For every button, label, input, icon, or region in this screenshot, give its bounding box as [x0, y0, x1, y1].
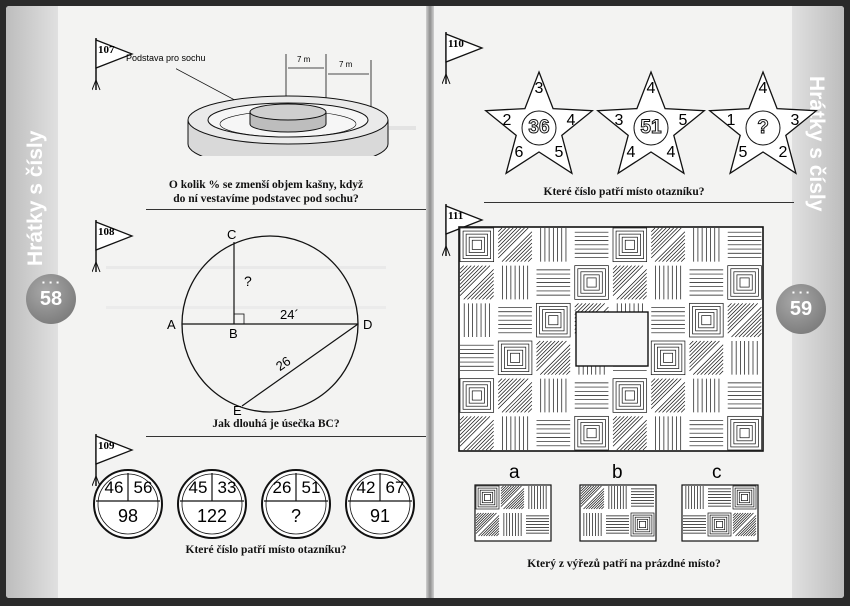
- star-bottom-right-value: 4: [666, 144, 676, 161]
- book-spread: Hrátky s čísly ▪ ▪ ▪ 58 107 Podstava pro…: [6, 6, 844, 598]
- left-page-number-text: 58: [39, 287, 63, 310]
- pattern-grid: [458, 226, 764, 452]
- point-c-label: C: [227, 227, 237, 242]
- fountain-diagram: [176, 54, 389, 156]
- puzzle-107-label: Podstava pro sochu: [126, 53, 206, 63]
- star-bottom-left-value: 4: [626, 144, 636, 161]
- number-circle-4: 42 67 91: [344, 468, 416, 540]
- star-right-value: 4: [566, 112, 576, 129]
- number-circle-outline: [261, 469, 331, 539]
- circle-bottom-value: 98: [117, 506, 139, 526]
- number-star-3: 4 1 3 5 2?: [708, 68, 818, 180]
- circle-top-right-value: 33: [217, 478, 237, 497]
- puzzle-107-flag-icon: [92, 38, 134, 91]
- star-top-value: 4: [758, 80, 768, 97]
- star-center-value: 51: [640, 117, 662, 139]
- circle-bottom-value: 122: [196, 506, 228, 526]
- number-circle-outline: [345, 469, 415, 539]
- star-left-value: 2: [502, 112, 512, 129]
- puzzle-107-question-2: do ní vestavíme podstavec pod sochu?: [173, 193, 359, 205]
- star-center-value: 36: [528, 117, 550, 139]
- star-right-value: 3: [790, 112, 800, 129]
- unknown-bc-label: ?: [244, 273, 252, 289]
- circle-top-right-value: 51: [301, 478, 321, 497]
- star-left-value: 3: [614, 112, 624, 129]
- puzzle-110-number: 110: [448, 38, 464, 50]
- point-e-label: E: [233, 403, 242, 418]
- right-page-number: ▪ ▪ ▪ 59: [776, 284, 826, 334]
- puzzle-108-flag-icon: [92, 220, 134, 273]
- puzzle-111-question: Který z výřezů patří na prázdné místo?: [527, 558, 721, 570]
- star-bottom-right-value: 5: [554, 144, 564, 161]
- number-circle-outline: [93, 469, 163, 539]
- left-page-number: ▪ ▪ ▪ 58: [26, 274, 76, 324]
- circle-top-right-value: 67: [385, 478, 405, 497]
- point-b-label: B: [229, 326, 238, 341]
- number-circle-outline: [177, 469, 247, 539]
- left-side-title: Hrátky s čísly: [24, 130, 47, 266]
- puzzle-109-number: 109: [98, 440, 115, 452]
- star-left-value: 1: [726, 112, 736, 129]
- star-outline: [484, 70, 594, 175]
- divider: [146, 436, 426, 437]
- puzzle-108-number: 108: [98, 226, 115, 238]
- puzzle-107-dim2: 7 m: [339, 60, 353, 69]
- page-number-dots-icon: ▪ ▪ ▪: [42, 278, 60, 287]
- star-bottom-left-value: 5: [738, 144, 748, 161]
- circle-top-left-value: 45: [188, 478, 208, 497]
- puzzle-107-question-1: O kolik % se zmenší objem kašny, když: [168, 179, 364, 191]
- option-b-label: b: [612, 462, 623, 483]
- puzzle-109-question: Které číslo patří místo otazníku?: [185, 544, 347, 556]
- star-top-value: 3: [534, 80, 544, 97]
- option-c-label: c: [712, 462, 722, 483]
- option-c-tile[interactable]: [681, 484, 759, 542]
- length-bd-label: 24´: [280, 307, 299, 322]
- divider: [484, 202, 794, 203]
- star-top-value: 4: [646, 80, 656, 97]
- point-a-label: A: [167, 317, 176, 332]
- number-circle-2: 45 33 122: [176, 468, 248, 540]
- star-bottom-left-value: 6: [514, 144, 524, 161]
- left-page: Hrátky s čísly ▪ ▪ ▪ 58 107 Podstava pro…: [6, 6, 426, 598]
- book-gutter: [426, 6, 434, 598]
- puzzle-107-dim1: 7 m: [297, 55, 311, 64]
- option-a-tile[interactable]: [474, 484, 552, 542]
- circle-diagram: [181, 235, 359, 413]
- circle-top-right-value: 56: [133, 478, 153, 497]
- puzzle-107-number: 107: [98, 44, 115, 56]
- star-center-value: ?: [757, 117, 770, 139]
- circle-top-left-value: 26: [272, 478, 292, 497]
- star-right-value: 5: [678, 112, 688, 129]
- option-b-tile[interactable]: [579, 484, 657, 542]
- puzzle-110-question: Které číslo patří místo otazníku?: [543, 186, 705, 198]
- page-number-dots-icon: ▪ ▪ ▪: [792, 288, 810, 297]
- puzzle-110-flag-icon: [442, 32, 484, 85]
- option-a-label: a: [509, 462, 520, 483]
- circle-bottom-value: ?: [290, 506, 301, 526]
- circle-top-left-value: 46: [104, 478, 124, 497]
- number-circle-3: 26 51?: [260, 468, 332, 540]
- divider: [146, 209, 426, 210]
- circle-top-left-value: 42: [356, 478, 376, 497]
- star-outline: [708, 70, 818, 175]
- point-d-label: D: [363, 317, 373, 332]
- puzzle-108-question: Jak dlouhá je úsečka BC?: [212, 418, 340, 430]
- star-bottom-right-value: 2: [778, 144, 788, 161]
- right-page-number-text: 59: [789, 297, 813, 320]
- number-circle-1: 46 56 98: [92, 468, 164, 540]
- circle-bottom-value: 91: [369, 506, 391, 526]
- puzzle-109-flag-icon: [92, 434, 134, 487]
- puzzle-111-number: 111: [448, 210, 464, 222]
- star-outline: [596, 70, 706, 175]
